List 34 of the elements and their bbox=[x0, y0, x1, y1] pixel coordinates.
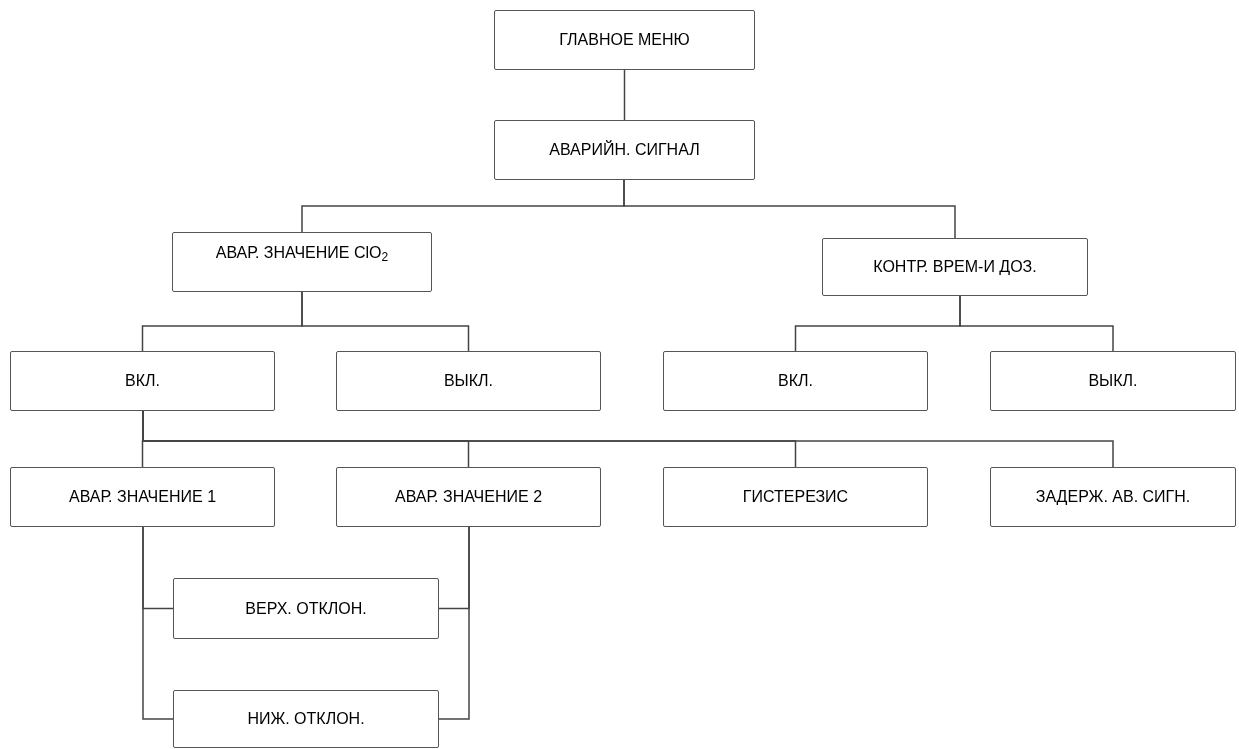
menu-label: ВЫКЛ. bbox=[1088, 371, 1138, 391]
menu-box bbox=[173, 690, 439, 748]
menu-label: АВАР. ЗНАЧЕНИЕ ClO$_{2}$ bbox=[215, 243, 389, 263]
menu-label: ГИСТЕРЕЗИС bbox=[742, 487, 849, 507]
menu-label: ЗАДЕРЖ. АВ. СИГН. bbox=[1035, 487, 1191, 507]
menu-box bbox=[336, 467, 601, 527]
menu-label: АВАРИЙН. СИГНАЛ bbox=[549, 140, 700, 160]
connector-line bbox=[438, 526, 470, 720]
connector-line bbox=[959, 295, 1114, 352]
menu-box bbox=[663, 467, 928, 527]
menu-label: ВКЛ. bbox=[125, 371, 160, 391]
menu-box bbox=[173, 578, 439, 639]
menu-box bbox=[494, 10, 755, 70]
menu-label: ВКЛ. bbox=[778, 371, 813, 391]
menu-box bbox=[10, 467, 275, 527]
connector-line bbox=[301, 291, 470, 352]
menu-label: ГЛАВНОЕ МЕНЮ bbox=[559, 30, 690, 50]
menu-box bbox=[172, 232, 432, 292]
connector-line bbox=[142, 526, 174, 720]
menu-box bbox=[990, 351, 1236, 411]
connector-line bbox=[623, 179, 956, 239]
connector-line bbox=[623, 69, 626, 121]
menu-label: НИЖ. ОТКЛОН. bbox=[247, 709, 365, 729]
menu-box bbox=[990, 467, 1236, 527]
menu-label: КОНТР. ВРЕМ-И ДОЗ. bbox=[873, 257, 1037, 277]
menu-box bbox=[336, 351, 601, 411]
menu-box bbox=[10, 351, 275, 411]
menu-box bbox=[822, 238, 1088, 296]
menu-label: АВАР. ЗНАЧЕНИЕ 2 bbox=[394, 487, 543, 507]
menu-label: ВЫКЛ. bbox=[443, 371, 494, 391]
menu-label: ВЕРХ. ОТКЛОН. bbox=[245, 598, 367, 619]
menu-box bbox=[494, 120, 755, 180]
menu-label: АВАР. ЗНАЧЕНИЕ 1 bbox=[68, 487, 217, 507]
menu-box bbox=[663, 351, 928, 411]
